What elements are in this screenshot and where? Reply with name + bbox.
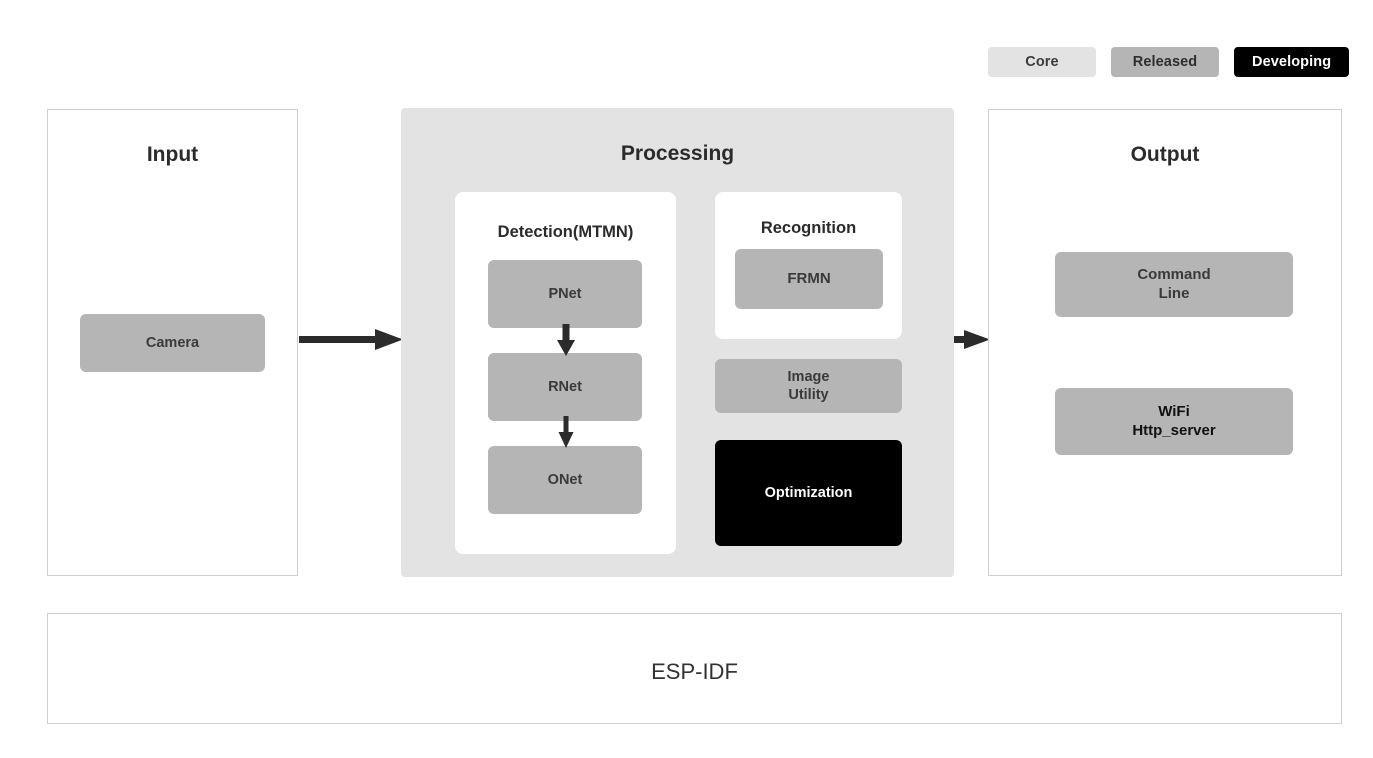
legend-item-developing: Developing bbox=[1234, 47, 1350, 77]
node-frmn: FRMN bbox=[735, 249, 883, 309]
group-detection: Detection(MTMN) PNet RNet ONet bbox=[455, 192, 676, 554]
arrow-down-icon bbox=[558, 416, 574, 448]
node-wifi-http-server: WiFi Http_server bbox=[1055, 388, 1293, 455]
group-recognition: Recognition FRMN bbox=[715, 192, 902, 339]
panel-title-output: Output bbox=[1130, 143, 1200, 166]
node-pnet: PNet bbox=[488, 260, 642, 328]
node-command-line: Command Line bbox=[1055, 252, 1293, 317]
arrow-input-to-processing bbox=[299, 327, 403, 353]
legend-label-developing: Developing bbox=[1252, 54, 1332, 70]
panel-title-processing: Processing bbox=[620, 142, 735, 165]
panel-processing: Processing Detection(MTMN) PNet RNet ONe… bbox=[401, 108, 954, 577]
legend-label-released: Released bbox=[1132, 54, 1198, 70]
arrow-right-icon bbox=[954, 330, 990, 349]
panel-output: Output Command Line WiFi Http_server bbox=[988, 109, 1342, 576]
panel-title-input: Input bbox=[146, 143, 199, 166]
node-optimization: Optimization bbox=[715, 440, 902, 546]
node-image-utility: Image Utility bbox=[715, 359, 902, 413]
node-onet: ONet bbox=[488, 446, 642, 514]
group-title-recognition: Recognition bbox=[760, 219, 857, 237]
arrow-rnet-to-onet bbox=[555, 416, 577, 448]
panel-title-esp-idf: ESP-IDF bbox=[651, 659, 738, 684]
arrow-processing-to-output bbox=[954, 327, 990, 353]
legend-label-core: Core bbox=[1025, 54, 1059, 70]
group-title-detection: Detection(MTMN) bbox=[497, 223, 634, 241]
panel-esp-idf: ESP-IDF bbox=[47, 613, 1342, 724]
arrow-right-icon bbox=[299, 329, 403, 350]
panel-input: Input Camera bbox=[47, 109, 298, 576]
arrow-down-icon bbox=[557, 324, 575, 356]
legend-item-core: Core bbox=[988, 47, 1096, 77]
node-rnet: RNet bbox=[488, 353, 642, 421]
legend-item-released: Released bbox=[1111, 47, 1219, 77]
legend: Core Released Developing bbox=[988, 47, 1350, 77]
node-camera: Camera bbox=[80, 314, 265, 372]
arrow-pnet-to-rnet bbox=[555, 324, 577, 356]
